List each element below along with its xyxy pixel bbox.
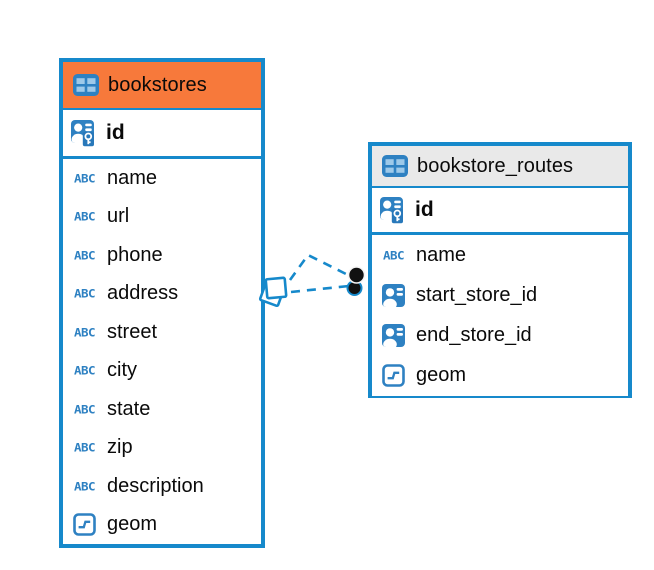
relation-bookstores-to-routes[interactable] bbox=[258, 253, 366, 308]
relation-line-lower[interactable] bbox=[290, 284, 350, 294]
column-row[interactable]: start_store_id bbox=[372, 275, 628, 316]
varchar-icon: ABC bbox=[73, 363, 96, 378]
column-name: name bbox=[416, 243, 467, 266]
column-row-pk[interactable]: id bbox=[372, 188, 628, 235]
geometry-icon bbox=[70, 513, 99, 537]
varchar-icon: ABC bbox=[73, 479, 96, 494]
varchar-icon: ABC bbox=[73, 325, 96, 340]
varchar-icon: ABC bbox=[73, 286, 96, 301]
column-row[interactable]: ABC name bbox=[63, 159, 261, 198]
varchar-icon: ABC bbox=[73, 402, 96, 417]
column-row[interactable]: ABC city bbox=[63, 351, 261, 390]
column-row[interactable]: ABC url bbox=[63, 197, 261, 236]
column-row[interactable]: ABC phone bbox=[63, 236, 261, 275]
column-row[interactable]: ABC name bbox=[372, 235, 628, 276]
column-name: state bbox=[107, 397, 151, 420]
column-name: url bbox=[107, 205, 130, 228]
column-row[interactable]: ABC state bbox=[63, 390, 261, 429]
column-name: address bbox=[107, 282, 179, 305]
column-name: name bbox=[107, 166, 158, 189]
relation-line-upper[interactable] bbox=[288, 253, 351, 281]
primary-key-icon bbox=[378, 196, 407, 224]
column-name: description bbox=[107, 474, 204, 497]
varchar-icon: ABC bbox=[73, 171, 96, 186]
column-row[interactable]: ABC description bbox=[63, 467, 261, 506]
column-name: street bbox=[107, 320, 158, 343]
column-row[interactable]: geom bbox=[63, 505, 261, 544]
primary-key-icon bbox=[69, 119, 98, 147]
column-row[interactable]: ABC street bbox=[63, 313, 261, 352]
column-row[interactable]: end_store_id bbox=[372, 315, 628, 356]
relation-end-marker-dots[interactable] bbox=[346, 266, 366, 296]
column-name: phone bbox=[107, 243, 163, 266]
table-bookstore-routes: bookstore_routes id ABC bbox=[368, 142, 632, 398]
column-name: city bbox=[107, 359, 137, 382]
column-row[interactable]: geom bbox=[372, 355, 628, 396]
column-name: id bbox=[415, 198, 434, 221]
foreign-key-icon bbox=[379, 323, 408, 348]
column-row-pk[interactable]: id bbox=[63, 110, 261, 159]
table-grid-icon bbox=[380, 154, 409, 178]
column-name: geom bbox=[107, 513, 158, 536]
column-row[interactable]: ABC zip bbox=[63, 428, 261, 467]
table-bookstores: bookstores id ABC bbox=[59, 58, 265, 548]
column-name: id bbox=[106, 121, 125, 144]
geometry-icon bbox=[379, 364, 408, 388]
column-name: start_store_id bbox=[416, 283, 538, 306]
foreign-key-icon bbox=[379, 283, 408, 308]
table-bookstores-header[interactable]: bookstores bbox=[63, 62, 261, 110]
table-title: bookstores bbox=[108, 73, 207, 96]
column-name: zip bbox=[107, 436, 133, 459]
table-bookstore-routes-header[interactable]: bookstore_routes bbox=[372, 146, 628, 188]
column-name: geom bbox=[416, 364, 467, 387]
varchar-icon: ABC bbox=[73, 440, 96, 455]
varchar-icon: ABC bbox=[73, 209, 96, 224]
varchar-icon: ABC bbox=[382, 248, 405, 263]
column-name: end_store_id bbox=[416, 324, 532, 347]
column-row[interactable]: ABC address bbox=[63, 274, 261, 313]
varchar-icon: ABC bbox=[73, 248, 96, 263]
table-grid-icon bbox=[71, 73, 100, 97]
table-title: bookstore_routes bbox=[417, 154, 574, 177]
